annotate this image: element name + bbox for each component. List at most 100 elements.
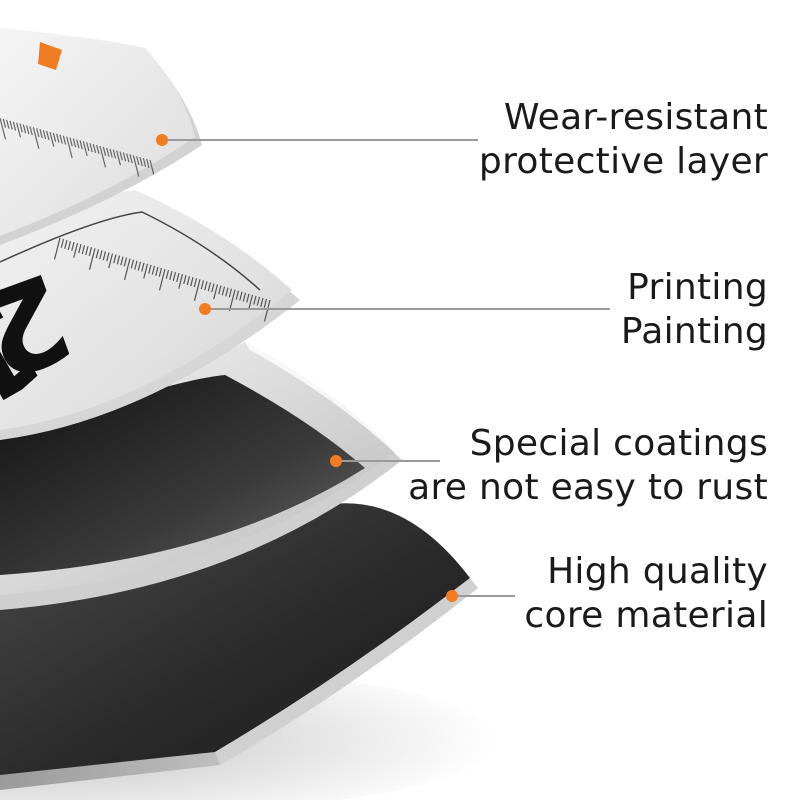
- ruler-tick: [42, 129, 47, 140]
- callout-core-layer: High quality core material: [524, 550, 768, 638]
- ruler-tick: [141, 262, 145, 272]
- ruler-tick: [137, 261, 142, 271]
- callout-line: Wear-resistant: [503, 97, 768, 138]
- ruler-tick: [0, 117, 7, 140]
- ruler-tick: [120, 256, 124, 266]
- ruler-tick: [116, 150, 121, 166]
- callout-line: Printing: [627, 267, 768, 308]
- ruler-tick: [165, 269, 170, 279]
- ruler-tick: [53, 237, 61, 260]
- ruler-tick: [92, 143, 97, 154]
- ruler-tick: [112, 149, 117, 159]
- ruler-tick: [16, 122, 21, 138]
- ruler-tick: [106, 252, 110, 262]
- ruler-tick: [108, 253, 114, 269]
- ruler-tick: [52, 132, 57, 142]
- ruler-tick: [169, 270, 173, 280]
- ruler-tick: [176, 272, 180, 283]
- ruler-tick: [88, 247, 93, 257]
- ruler-tick: [193, 278, 198, 288]
- printing-layer: 2 1: [0, 190, 300, 440]
- ruler-tick: [109, 148, 113, 158]
- callout-line: are not easy to rust: [408, 467, 768, 508]
- ruler-tick: [228, 289, 236, 312]
- ruler-tick: [139, 157, 143, 167]
- ruler-tick: [69, 137, 73, 147]
- ruler-tick: [263, 298, 268, 308]
- ruler-tick: [82, 141, 88, 157]
- ruler-tick: [190, 277, 194, 287]
- coating-layer: [0, 342, 402, 610]
- ruler-tick: [158, 268, 166, 291]
- ruler-tick: [256, 296, 261, 306]
- ruler-tick: [200, 280, 205, 290]
- ruler-tick: [62, 135, 67, 145]
- callout-line: core material: [524, 595, 768, 636]
- ruler-tick: [218, 285, 222, 295]
- marker-dot: [330, 455, 342, 467]
- ruler-tick: [32, 127, 40, 149]
- ruler-tick: [263, 299, 271, 322]
- ruler-tick: [66, 136, 73, 159]
- ruler-tick: [204, 281, 208, 291]
- ruler-tick: [116, 255, 121, 265]
- ruler-tick: [130, 259, 135, 269]
- ruler-tick: [12, 121, 17, 131]
- ruler-tick: [2, 118, 7, 128]
- marker-dot: [156, 134, 168, 146]
- ruler-tick: [146, 158, 150, 168]
- brand-mark-icon: [38, 42, 62, 70]
- callout-line: Painting: [620, 311, 768, 352]
- ruler-tick: [136, 156, 140, 166]
- callout-coating-layer: Special coatings are not easy to rust: [408, 422, 768, 510]
- ruler-tick: [129, 154, 133, 164]
- ruler-tick: [49, 131, 55, 147]
- protective-layer: [0, 28, 202, 245]
- ruler-tick: [228, 288, 233, 298]
- ruler-tick: [119, 151, 123, 161]
- ruler-tick: [123, 258, 131, 281]
- ruler-tick: [99, 250, 103, 260]
- ruler-tick: [78, 244, 82, 254]
- leader-lines: [162, 139, 610, 597]
- ruler-tick: [76, 139, 80, 149]
- ruler-tick: [113, 254, 117, 264]
- ruler-tick: [95, 249, 100, 259]
- callout-printing-layer: Printing Painting: [621, 266, 768, 354]
- ruler-tick: [235, 290, 240, 300]
- ruler-tick: [59, 134, 63, 144]
- ruler-tick: [239, 291, 243, 301]
- callout-protective-layer: Wear-resistant protective layer: [479, 96, 768, 184]
- marker-dot: [446, 590, 458, 602]
- ruler-tick: [123, 257, 128, 267]
- ruler-tick: [29, 126, 33, 136]
- ruler-tick: [71, 241, 75, 252]
- marker-dot: [199, 303, 211, 315]
- ruler-tick: [242, 292, 247, 302]
- ruler-tick: [96, 144, 100, 154]
- ruler-tick: [155, 266, 159, 276]
- ruler-tick: [19, 123, 23, 133]
- ruler-tick: [22, 124, 27, 134]
- ruler-tick: [72, 138, 77, 148]
- ruler-tick: [260, 297, 264, 307]
- ruler-tick: [225, 287, 229, 297]
- ruler-tick: [172, 271, 177, 281]
- ruler-tick: [81, 245, 86, 255]
- ruler-tick: [60, 238, 65, 248]
- ruler-tick: [6, 119, 10, 129]
- ruler-tick: [67, 240, 72, 250]
- ruler-tick: [99, 145, 107, 168]
- ruler-tick: [178, 274, 184, 289]
- ruler-tick: [221, 286, 226, 296]
- ruler-tick: [46, 130, 50, 140]
- ruler-tick: [151, 265, 156, 275]
- ruler-tick: [142, 157, 147, 168]
- ruler-tick: [158, 267, 163, 277]
- ruler-tick: [36, 128, 40, 138]
- ruler-tick: [143, 263, 149, 279]
- ruler-tick: [86, 142, 90, 152]
- ruler-tick: [102, 146, 107, 156]
